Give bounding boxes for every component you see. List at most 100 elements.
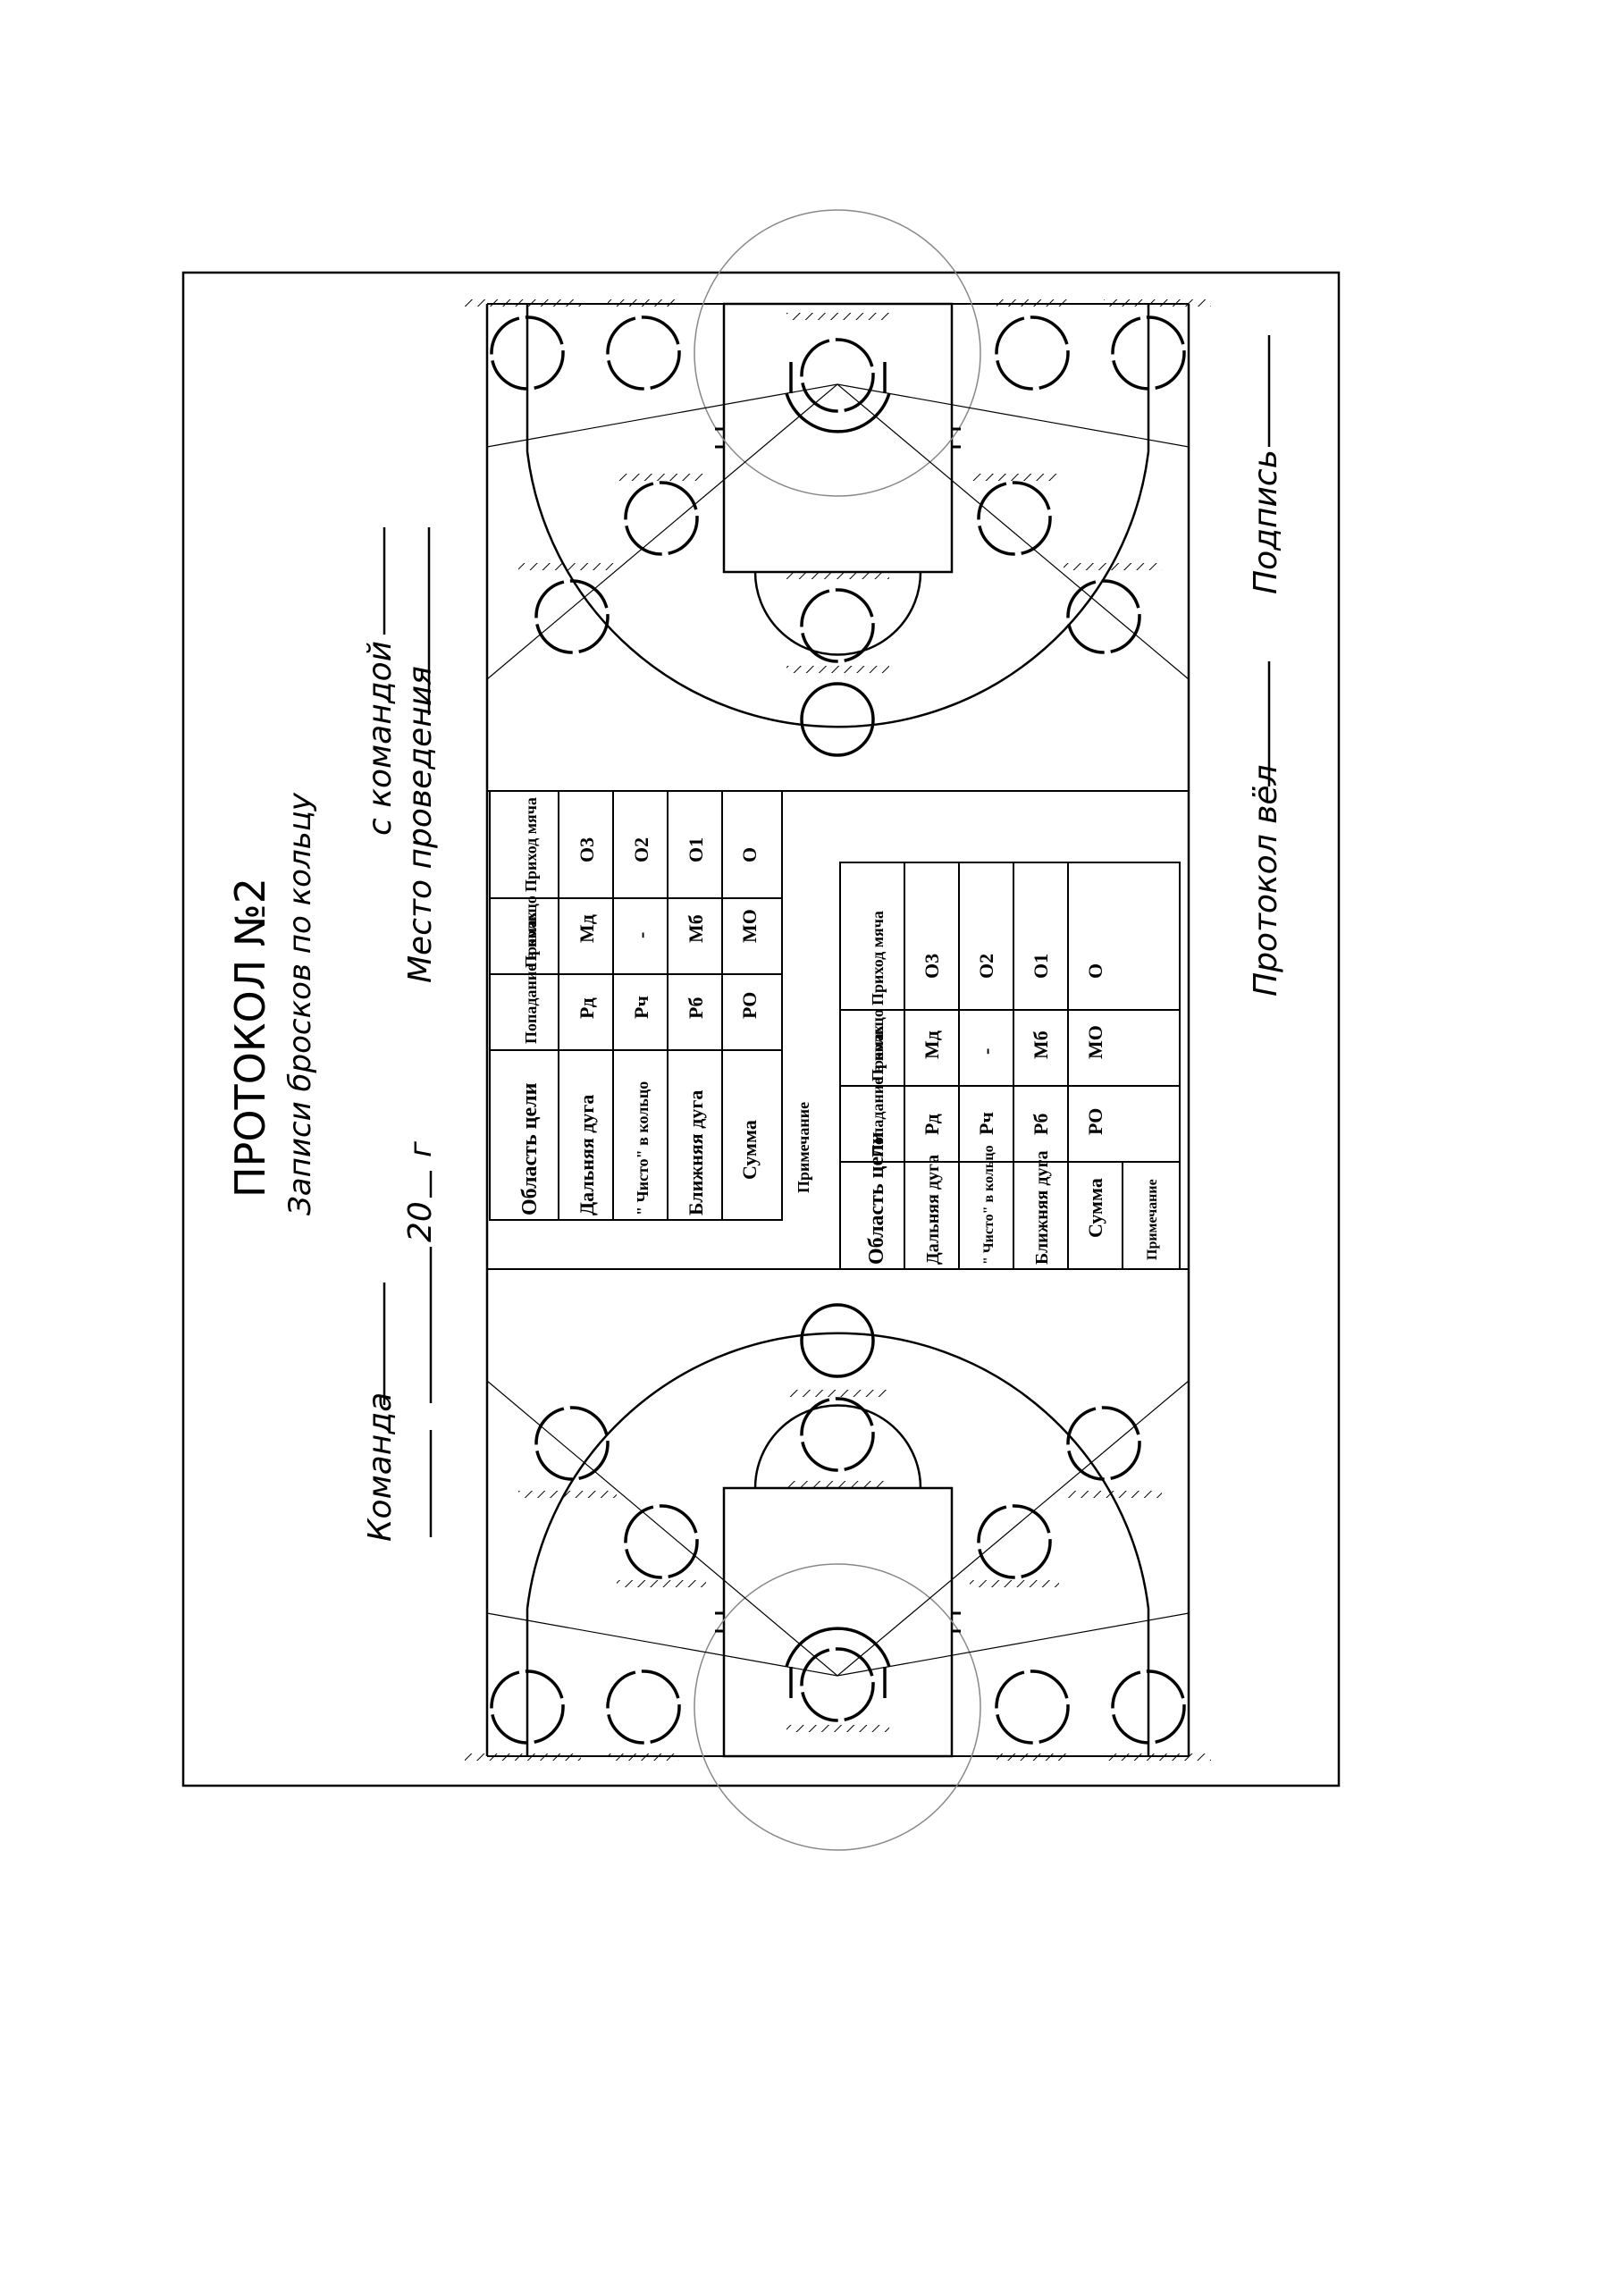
restricted-ticks-bottom: [789, 1667, 887, 1698]
table2-row2-miss: -: [975, 1048, 997, 1055]
hatch-stand: [608, 1754, 679, 1761]
lane-bottom: [722, 1486, 954, 1758]
hatch-stand: [997, 299, 1068, 307]
table2-header-rebound: Приход мяча: [869, 911, 887, 1005]
hatch-stand: [518, 1491, 617, 1498]
station-circle-bottom-2: [606, 1669, 681, 1745]
table2-row2-rebound: О2: [975, 954, 997, 979]
zone-line-top-a: [486, 383, 1190, 448]
station-circle-bottom-3: [995, 1669, 1070, 1745]
footer-block: Протокол вёл Подпись: [1248, 335, 1284, 997]
table2-row1-area: Дальняя дуга: [923, 1155, 943, 1265]
opponent-label: с командой: [362, 641, 399, 836]
shot-table-2: Область цели Попадание в кольцо Промах П…: [839, 862, 1181, 1270]
hatch-stand: [1064, 1491, 1162, 1498]
shot-table-1: Область цели Попадание в кольцо Промах П…: [489, 790, 812, 1221]
station-circle-top-7: [534, 579, 610, 654]
table2-row4-area: Сумма: [1084, 1178, 1106, 1238]
station-circle-bottom-center: [800, 1647, 875, 1722]
hatch-stand: [786, 1481, 889, 1488]
hatch-stand: [465, 1754, 581, 1761]
table2-note-label: Примечание: [1145, 1179, 1160, 1260]
hatch-stand: [970, 474, 1059, 481]
table2-row1-rebound: О3: [921, 954, 943, 979]
station-circle-top-8: [1066, 579, 1141, 654]
signature-label: Подпись: [1248, 450, 1284, 594]
hatch-stand: [786, 572, 889, 579]
table2-header-hit: Попадание в кольцо: [869, 1009, 887, 1157]
table1-header-hit: Попадание в кольцо: [522, 896, 540, 1044]
table1-row3-rebound: О1: [685, 837, 707, 862]
zone-line-bottom-b: [486, 1380, 1190, 1677]
team-label: Команда: [362, 1392, 399, 1542]
hatch-stand: [617, 1580, 706, 1587]
table1-row3-hit: Рб: [685, 997, 707, 1019]
table1-row4-miss: МО: [738, 909, 761, 943]
restricted-arc-top: [785, 392, 891, 433]
station-circle-top-10: [800, 682, 875, 757]
date-suffix-label: г: [403, 1140, 439, 1157]
table2-row2-hit: Рч: [975, 1112, 997, 1135]
station-circle-bottom-9: [800, 1397, 875, 1472]
zone-line-top-b: [486, 383, 1190, 680]
hatch-stand: [786, 1390, 889, 1397]
table1-row4-hit: РО: [738, 992, 761, 1019]
table1-row1-miss: Мд: [576, 914, 598, 943]
hatch-stand: [465, 299, 581, 307]
protocol-subtitle: Записи бросков по кольцу: [282, 792, 318, 1215]
table2-row4-miss: МО: [1084, 1025, 1106, 1059]
restricted-ticks-top: [789, 362, 887, 393]
hatch-stand: [786, 313, 889, 320]
protocol-title: ПРОТОКОЛ №2: [226, 878, 274, 1198]
key-arc-bottom: [753, 1404, 922, 1489]
table1-row1-area: Дальняя дуга: [576, 1095, 598, 1215]
station-circle-bottom-7: [534, 1406, 610, 1481]
station-circle-bottom-8: [1066, 1406, 1141, 1481]
table1-row4-rebound: О: [738, 847, 761, 862]
table1-row1-hit: Рд: [576, 997, 598, 1019]
table2-row1-miss: Мд: [921, 1030, 943, 1059]
table2-row3-miss: Мб: [1030, 1030, 1052, 1059]
table1-row2-rebound: О2: [630, 837, 652, 862]
table1-row2-area: " Чисто" в кольцо: [634, 1081, 652, 1215]
restricted-arc-bottom: [785, 1627, 891, 1668]
lane-top: [722, 302, 954, 574]
hatch-stand: [518, 563, 617, 570]
table2-row4-rebound: О: [1084, 963, 1106, 979]
table1-row2-hit: Рч: [630, 996, 652, 1019]
page-frame: [181, 271, 1341, 1787]
hatch-stand: [1104, 1754, 1211, 1761]
table1-header-rebound: Приход мяча: [522, 797, 540, 892]
table2-row4-hit: РО: [1084, 1108, 1106, 1135]
table1-row3-area: Ближняя дуга: [685, 1090, 707, 1215]
table1-note-label: Примечание: [795, 1102, 812, 1193]
table2-row1-hit: Рд: [921, 1114, 943, 1135]
recorder-label: Протокол вёл: [1248, 764, 1284, 997]
zone-line-bottom-a: [486, 1612, 1190, 1677]
venue-label: Место проведения: [402, 666, 439, 983]
hatch-stand: [617, 474, 706, 481]
table2-header-area: Область цели: [865, 1131, 888, 1265]
hatch-stand: [786, 1725, 889, 1732]
table2-row3-area: Ближняя дуга: [1032, 1150, 1052, 1265]
table2-row3-rebound: О1: [1030, 954, 1052, 979]
station-circle-top-5: [624, 481, 699, 556]
station-circle-top-3: [995, 315, 1070, 391]
hatch-stand: [608, 299, 679, 307]
station-circle-bottom-6: [977, 1504, 1052, 1579]
station-circle-bottom-5: [624, 1504, 699, 1579]
table2-row2-area: " Чисто" в кольцо: [981, 1145, 997, 1265]
hatch-stand: [970, 1580, 1059, 1587]
hatch-stand: [997, 1754, 1068, 1761]
key-arc-top: [753, 571, 922, 656]
guide-circle-top: [694, 209, 981, 497]
hatch-stand: [1064, 563, 1162, 570]
table1-row1-rebound: О3: [576, 837, 598, 862]
table1-header-miss: Промах: [522, 912, 540, 968]
station-circle-top-2: [606, 315, 681, 391]
table1-row4-area: Сумма: [738, 1120, 761, 1180]
court-top-half: [465, 209, 1211, 757]
three-point-arc-bottom: [526, 1332, 1150, 1756]
station-circle-bottom-10: [800, 1303, 875, 1378]
